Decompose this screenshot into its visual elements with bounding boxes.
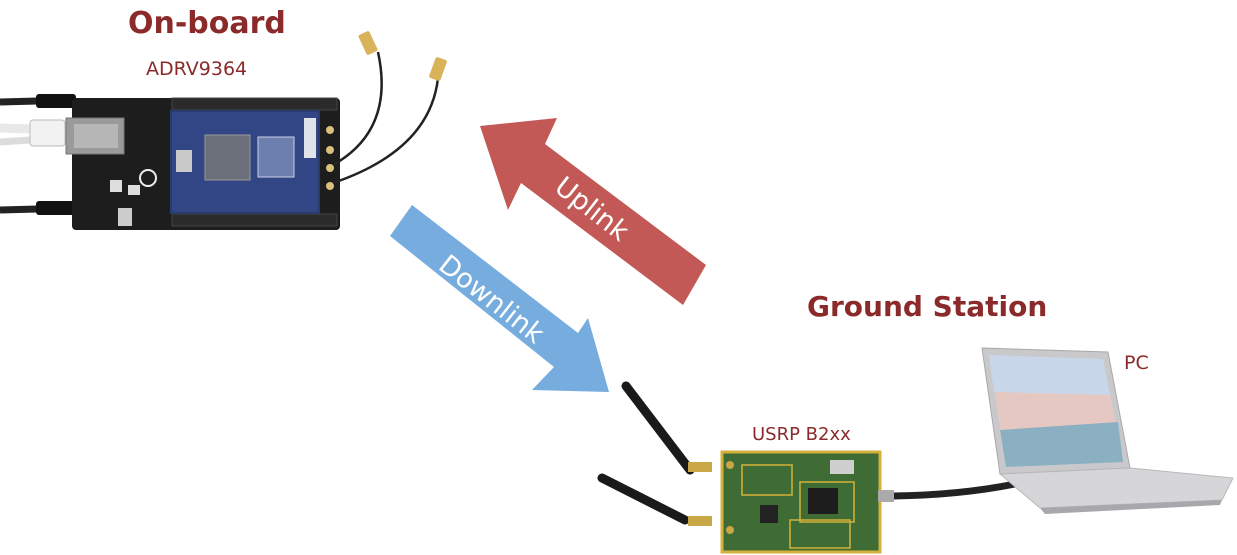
uplink-arrow: Uplink — [480, 118, 706, 305]
usrp-b2xx-image — [597, 381, 1016, 554]
adrv-label: ADRV9364 — [146, 58, 248, 80]
pc-laptop-image — [981, 347, 1234, 514]
pc-label: PC — [1124, 352, 1149, 374]
downlink-arrow: Downlink — [390, 205, 609, 392]
usrp-label: USRP B2xx — [752, 424, 851, 445]
ground-station-title: Ground Station — [807, 290, 1048, 323]
adrv9364-board-image — [0, 31, 447, 230]
onboard-title: On-board — [128, 6, 286, 41]
